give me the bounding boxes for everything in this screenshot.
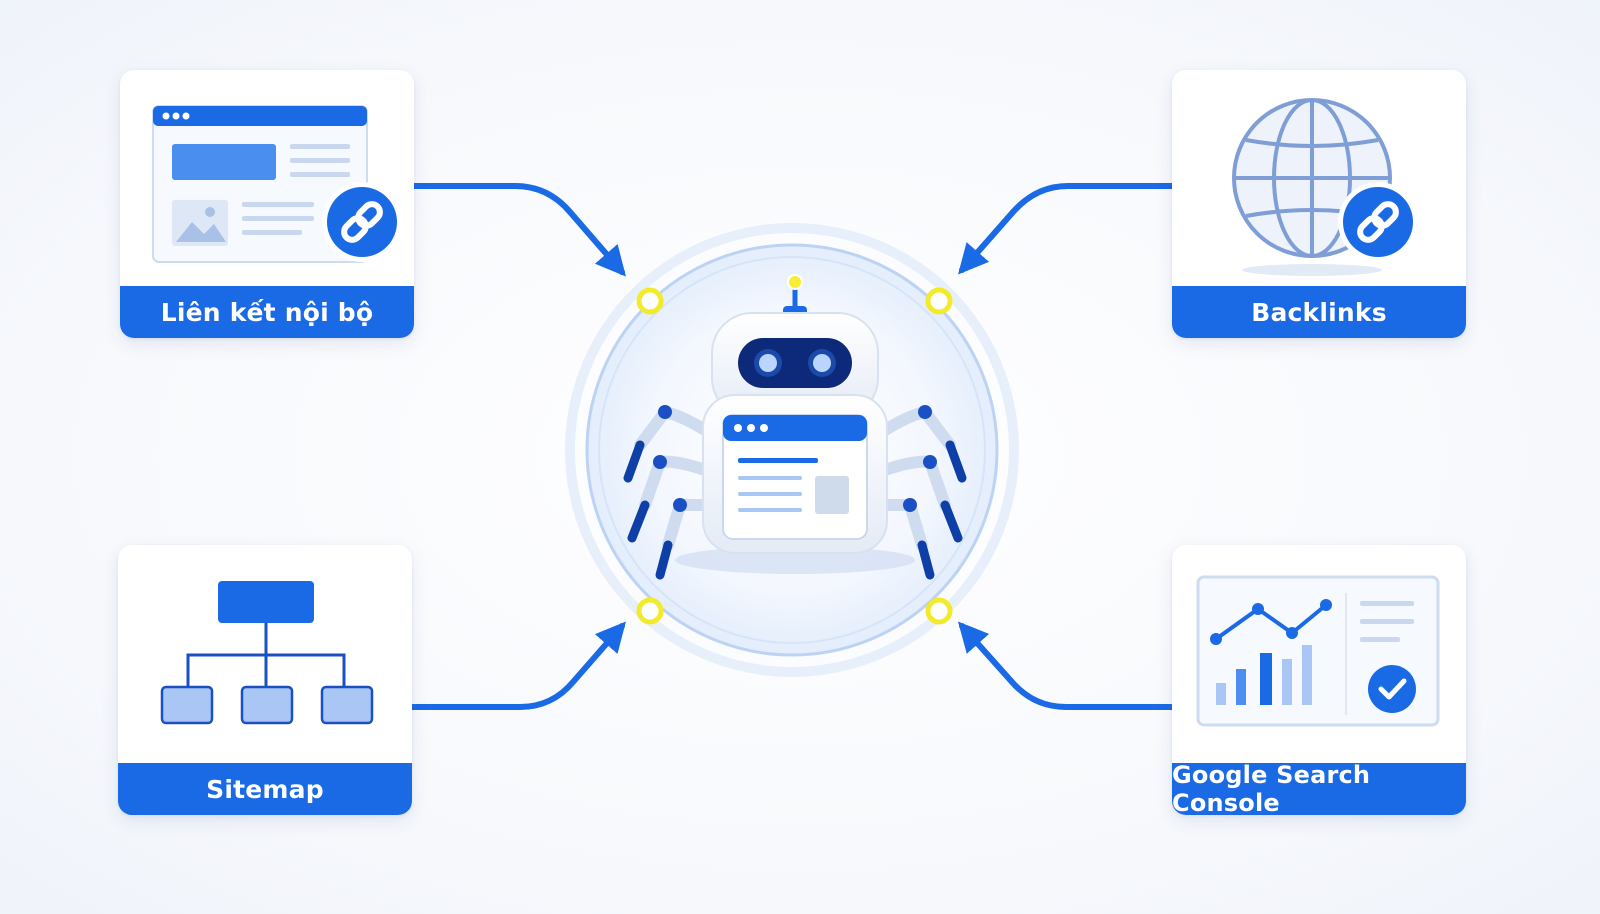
edge-backlinks-arrow — [958, 183, 1175, 275]
node-label: Backlinks — [1172, 286, 1466, 338]
crawler-robot-icon — [623, 274, 967, 580]
check-badge-icon — [1368, 665, 1416, 713]
connector-dot-bottom-right — [925, 597, 953, 625]
link-badge-icon — [322, 182, 402, 262]
edge-internal-links-arrow — [411, 183, 626, 277]
connector-dot-top-right — [925, 287, 953, 315]
edge-sitemap-arrow — [409, 621, 626, 710]
sitemap-tree-icon — [160, 581, 374, 725]
node-internal-links: Liên kết nội bộ — [120, 70, 414, 338]
ring-connector-dots — [636, 287, 953, 625]
node-label: Sitemap — [118, 763, 412, 815]
connector-dot-top-left — [636, 287, 664, 315]
node-label: Liên kết nội bộ — [120, 286, 414, 338]
node-label: Google Search Console — [1172, 761, 1466, 815]
globe-link-icon — [1232, 98, 1418, 276]
link-badge-icon — [1338, 182, 1418, 262]
connector-dot-bottom-left — [636, 597, 664, 625]
node-search-console: Google Search Console — [1172, 545, 1466, 815]
webpage-link-icon — [152, 105, 402, 263]
analytics-check-icon — [1196, 575, 1440, 727]
node-sitemap: Sitemap — [118, 545, 412, 815]
node-backlinks: Backlinks — [1172, 70, 1466, 338]
edge-search-console-arrow — [958, 621, 1175, 710]
